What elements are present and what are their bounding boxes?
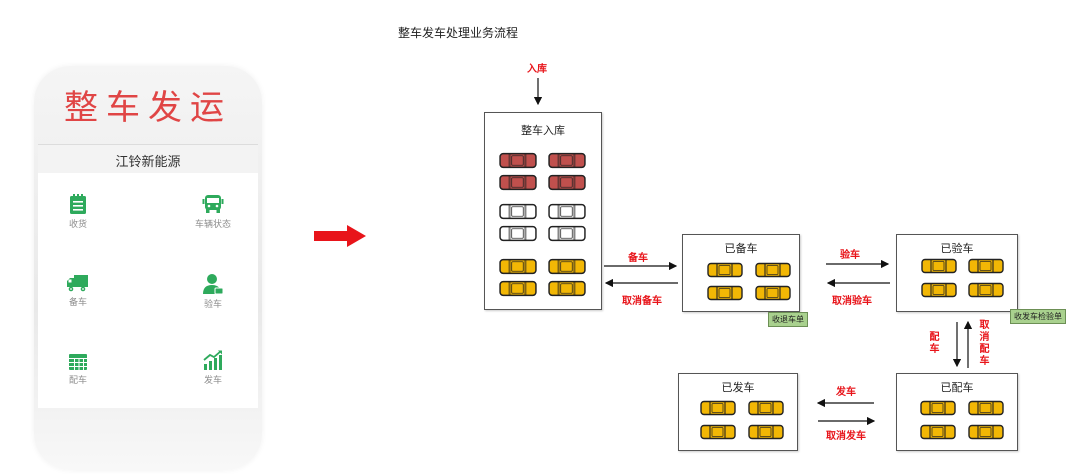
car-icon xyxy=(499,225,537,246)
car-icon xyxy=(968,258,1004,278)
car-icon xyxy=(548,152,586,173)
company-bar: 江铃新能源 xyxy=(38,144,258,174)
menu-label-allocate: 配车 xyxy=(68,376,87,386)
car-icon xyxy=(755,285,791,305)
diagram-title: 整车发车处理业务流程 xyxy=(398,26,519,40)
menu-label-prepare: 备车 xyxy=(68,298,87,308)
car-icon xyxy=(499,258,537,279)
car-icon xyxy=(707,262,743,282)
app-header: 整车发运 xyxy=(34,66,262,144)
cancel-prepare-label: 取消备车 xyxy=(622,296,662,307)
menu-item-prepare[interactable]: 备车 xyxy=(38,273,118,323)
car-icon xyxy=(700,400,736,420)
menu-item-inspect[interactable]: 验车 xyxy=(173,273,253,323)
car-icon xyxy=(921,282,957,302)
menu-item-vehicle-status[interactable]: 车辆状态 xyxy=(173,193,253,243)
car-icon xyxy=(748,400,784,420)
car-icon xyxy=(499,280,537,301)
truck-icon xyxy=(67,275,88,292)
cancel-dispatch-label: 取消发车 xyxy=(826,431,866,442)
phone-mockup: 整车发运 江铃新能源 收货 xyxy=(34,66,262,470)
company-name: 江铃新能源 xyxy=(115,155,181,170)
car-icon xyxy=(968,424,1004,444)
warehouse-title: 整车入库 xyxy=(521,124,565,137)
car-icon xyxy=(548,174,586,195)
entry-label: 入库 xyxy=(527,64,547,75)
inspect-label: 验车 xyxy=(840,250,860,261)
inspected-title: 已验车 xyxy=(940,242,974,255)
menu-label-vehicle-status: 车辆状态 xyxy=(194,220,231,230)
dispatch-label: 发车 xyxy=(836,387,856,398)
car-icon xyxy=(968,400,1004,420)
prepared-title: 已备车 xyxy=(724,242,758,255)
menu-label-receive: 收货 xyxy=(68,220,87,230)
prepare-label: 备车 xyxy=(628,253,648,264)
car-icon xyxy=(499,174,537,195)
menu-item-allocate[interactable]: 配车 xyxy=(38,353,118,403)
cancel-allocate-label: 取消配车 xyxy=(979,320,990,367)
car-icon xyxy=(920,400,956,420)
allocate-label: 配车 xyxy=(929,332,940,355)
bus-icon xyxy=(202,195,224,213)
grid-table-icon xyxy=(69,354,87,370)
menu-grid: 收货 车辆状态 xyxy=(38,173,258,408)
chart-growth-icon xyxy=(203,350,222,370)
car-icon xyxy=(548,280,586,301)
car-icon xyxy=(499,152,537,173)
car-icon xyxy=(548,203,586,224)
clipboard-icon xyxy=(70,194,86,214)
car-icon xyxy=(921,258,957,278)
inspection-document: 收发车检验单 xyxy=(1010,309,1066,324)
dispatched-title: 已发车 xyxy=(721,381,755,394)
receipt-document: 收退车单 xyxy=(768,312,808,327)
car-icon xyxy=(755,262,791,282)
menu-label-inspect: 验车 xyxy=(203,300,222,310)
app-title: 整车发运 xyxy=(64,88,232,128)
menu-item-receive[interactable]: 收货 xyxy=(38,193,118,243)
inspector-icon xyxy=(203,274,224,295)
car-icon xyxy=(707,285,743,305)
car-icon xyxy=(700,424,736,444)
cancel-inspect-label: 取消验车 xyxy=(832,296,872,307)
menu-item-dispatch[interactable]: 发车 xyxy=(173,349,253,399)
car-icon xyxy=(920,424,956,444)
car-icon xyxy=(548,258,586,279)
car-icon xyxy=(499,203,537,224)
car-icon xyxy=(548,225,586,246)
transition-arrow-icon xyxy=(314,225,366,247)
allocated-title: 已配车 xyxy=(940,381,974,394)
car-icon xyxy=(748,424,784,444)
menu-label-dispatch: 发车 xyxy=(203,376,222,386)
car-icon xyxy=(968,282,1004,302)
